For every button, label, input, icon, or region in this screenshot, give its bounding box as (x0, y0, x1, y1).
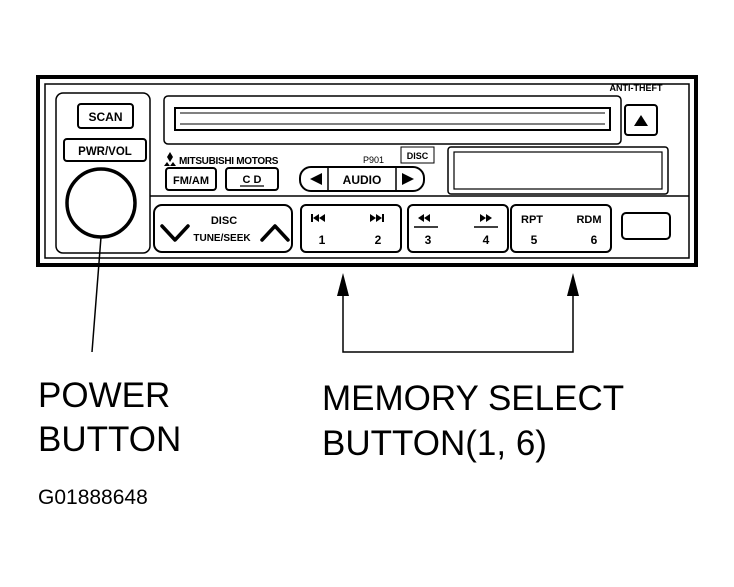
audio-button[interactable]: AUDIO (343, 173, 382, 187)
pwr-vol-button-label: PWR/VOL (78, 146, 132, 158)
tune-seek-label: TUNE/SEEK (193, 233, 251, 244)
fm-am-button[interactable]: FM/AM (165, 167, 217, 191)
scan-button-label: SCAN (88, 110, 122, 124)
preset-6-label: 6 (591, 233, 598, 247)
arrow-up-icon (567, 273, 579, 296)
brand-label: MITSUBISHI MOTORS (179, 156, 279, 167)
disc-tune-seek-button[interactable]: DISC TUNE/SEEK (153, 204, 293, 253)
cd-button[interactable]: C D (225, 167, 279, 191)
preset-1-2-button[interactable]: 1 2 (300, 204, 402, 253)
pwr-vol-button[interactable]: PWR/VOL (63, 138, 147, 162)
skip-back-icon (311, 214, 325, 222)
disc-logo-label: DISC (407, 151, 429, 161)
radio-inner-frame (44, 83, 690, 259)
left-control-panel (55, 92, 151, 254)
audio-left-button[interactable] (310, 167, 329, 191)
rpt-label: RPT (521, 214, 543, 226)
disc-label: DISC (211, 215, 237, 227)
figure-code: G01888648 (38, 486, 148, 509)
power-button-callout-line1: POWER (38, 376, 170, 415)
skip-forward-icon (370, 214, 384, 222)
fast-forward-icon (480, 214, 492, 222)
chevron-down-icon (160, 224, 190, 242)
arrow-up-icon (337, 273, 349, 296)
rewind-icon (418, 214, 430, 222)
cd-button-label: C D (243, 174, 262, 186)
scan-button[interactable]: SCAN (77, 103, 134, 129)
mitsubishi-logo-icon (164, 152, 176, 166)
preset-1-label: 1 (319, 233, 326, 247)
preset-5-6-button[interactable]: RPT 5 RDM 6 (510, 204, 612, 253)
power-volume-knob[interactable] (65, 167, 137, 239)
anti-theft-label: ANTI-THEFT (610, 83, 663, 93)
model-label: P901 (363, 155, 384, 165)
eject-icon (634, 115, 648, 126)
audio-button-label: AUDIO (343, 173, 382, 187)
memory-select-bracket (337, 273, 579, 353)
radio-faceplate (36, 75, 698, 267)
preset-2-label: 2 (375, 233, 382, 247)
preset-5-label: 5 (531, 233, 538, 247)
audio-right-button[interactable] (395, 167, 414, 191)
arrow-right-icon (402, 173, 414, 185)
eject-button[interactable] (624, 104, 658, 136)
chevron-up-icon (260, 224, 290, 242)
memory-select-callout-line2: BUTTON(1, 6) (322, 424, 547, 463)
power-button-leader-line (91, 236, 102, 353)
memory-select-callout-line1: MEMORY SELECT (322, 379, 624, 418)
preset-3-4-button[interactable]: 3 4 (407, 204, 509, 253)
display-window (447, 146, 669, 195)
cd-slot (163, 95, 622, 145)
preset-3-label: 3 (425, 233, 432, 247)
audio-control: AUDIO (299, 166, 425, 192)
power-button-callout-line2: BUTTON (38, 420, 181, 459)
fm-am-button-label: FM/AM (173, 175, 209, 187)
preset-4-label: 4 (483, 233, 490, 247)
arrow-left-icon (310, 173, 322, 185)
brand-mark: MITSUBISHI MOTORS (164, 152, 279, 167)
rdm-label: RDM (576, 214, 601, 226)
disc-logo: DISC (400, 146, 435, 164)
right-side-button[interactable] (621, 212, 671, 240)
